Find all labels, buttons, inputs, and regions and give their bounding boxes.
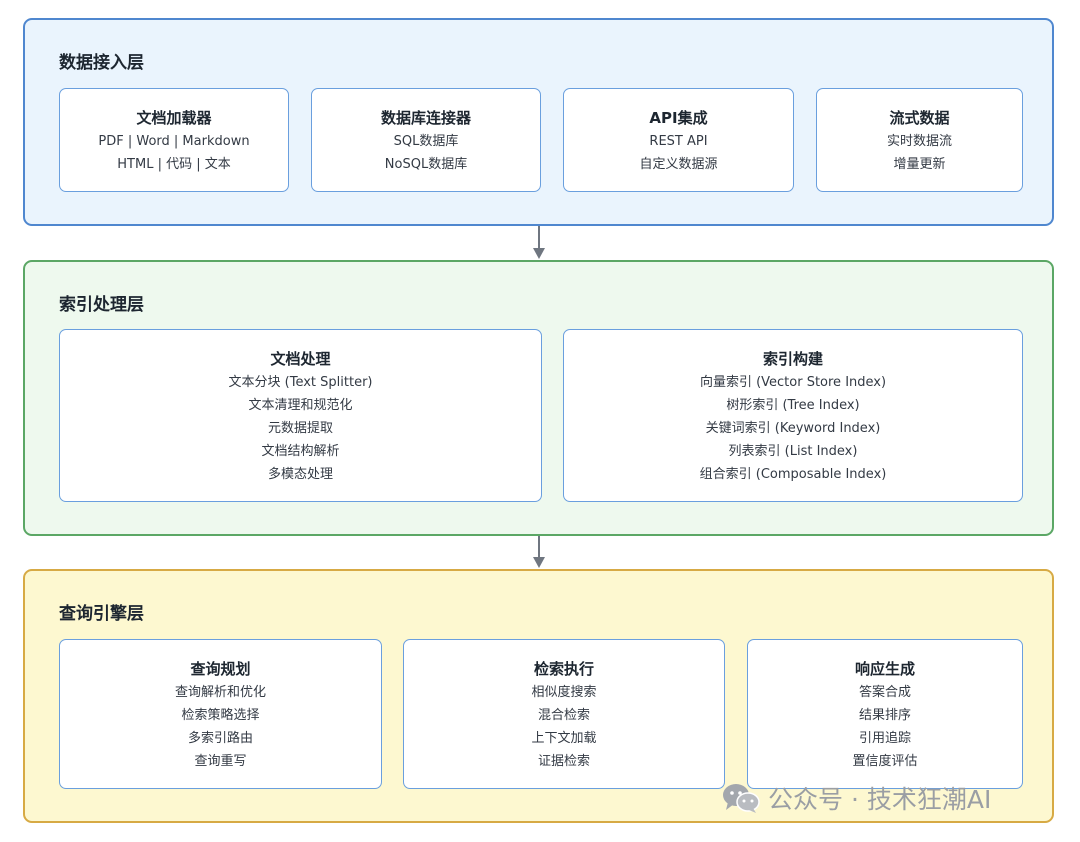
card-line: PDF | Word | Markdown — [98, 134, 250, 149]
card-lines: 相似度搜索 混合检索 上下文加载 证据检索 — [404, 681, 724, 773]
card-line: 文档结构解析 — [261, 444, 340, 459]
card-title: 数据库连接器 — [380, 109, 471, 127]
card-title: 查询规划 — [190, 660, 251, 678]
card-line: 检索策略选择 — [181, 708, 260, 723]
card-line: SQL数据库 — [393, 134, 459, 149]
layer-data-ingestion: 数据接入层 文档加载器 PDF | Word | Markdown HTML |… — [23, 18, 1054, 226]
card-line: HTML | 代码 | 文本 — [117, 157, 231, 172]
card-line: 增量更新 — [893, 157, 946, 172]
card-lines: 查询解析和优化 检索策略选择 多索引路由 查询重写 — [60, 681, 381, 773]
watermark-text: 公众号 · 技术狂潮AI — [768, 785, 992, 814]
card-title: API集成 — [649, 109, 708, 127]
card-line: 查询重写 — [194, 754, 247, 769]
card-line: 答案合成 — [858, 685, 911, 700]
card-line: REST API — [649, 134, 708, 149]
card-line: 相似度搜索 — [531, 685, 597, 700]
card-line: 关键词索引 (Keyword Index) — [705, 421, 881, 436]
card-retrieval-execution: 检索执行 相似度搜索 混合检索 上下文加载 证据检索 — [403, 639, 725, 789]
card-response-generation: 响应生成 答案合成 结果排序 引用追踪 置信度评估 — [747, 639, 1023, 789]
card-lines: 答案合成 结果排序 引用追踪 置信度评估 — [748, 681, 1022, 773]
card-title: 文档加载器 — [136, 109, 212, 127]
card-document-processing: 文档处理 文本分块 (Text Splitter) 文本清理和规范化 元数据提取… — [59, 329, 542, 502]
card-line: 自定义数据源 — [639, 157, 718, 172]
card-line: 树形索引 (Tree Index) — [726, 398, 860, 413]
layer-index-processing: 索引处理层 文档处理 文本分块 (Text Splitter) 文本清理和规范化… — [23, 260, 1054, 536]
card-line: 引用追踪 — [858, 731, 911, 746]
card-lines: REST API 自定义数据源 — [564, 130, 793, 176]
card-line: 实时数据流 — [886, 134, 952, 149]
card-line: NoSQL数据库 — [384, 157, 468, 172]
watermark: 公众号 · 技术狂潮AI — [722, 780, 991, 816]
card-line: 查询解析和优化 — [174, 685, 266, 700]
card-title: 流式数据 — [889, 109, 950, 127]
card-line: 多索引路由 — [187, 731, 253, 746]
card-line: 结果排序 — [858, 708, 911, 723]
card-line: 文本分块 (Text Splitter) — [228, 375, 373, 390]
wechat-icon — [723, 784, 760, 813]
card-line: 混合检索 — [537, 708, 590, 723]
card-title: 检索执行 — [533, 660, 594, 678]
card-lines: PDF | Word | Markdown HTML | 代码 | 文本 — [60, 130, 288, 176]
layer-title: 查询引擎层 — [59, 604, 144, 624]
card-lines: 文本分块 (Text Splitter) 文本清理和规范化 元数据提取 文档结构… — [60, 371, 541, 486]
card-line: 证据检索 — [537, 754, 590, 769]
card-line: 元数据提取 — [267, 421, 333, 436]
card-database-connector: 数据库连接器 SQL数据库 NoSQL数据库 — [311, 88, 541, 192]
card-lines: 实时数据流 增量更新 — [817, 130, 1022, 176]
card-lines: 向量索引 (Vector Store Index) 树形索引 (Tree Ind… — [564, 371, 1022, 486]
card-line: 多模态处理 — [267, 467, 333, 482]
card-title: 响应生成 — [854, 660, 915, 678]
card-line: 上下文加载 — [531, 731, 597, 746]
card-index-building: 索引构建 向量索引 (Vector Store Index) 树形索引 (Tre… — [563, 329, 1023, 502]
card-streaming-data: 流式数据 实时数据流 增量更新 — [816, 88, 1023, 192]
layer-query-engine: 查询引擎层 查询规划 查询解析和优化 检索策略选择 多索引路由 查询重写 检索执… — [23, 569, 1054, 823]
card-query-planning: 查询规划 查询解析和优化 检索策略选择 多索引路由 查询重写 — [59, 639, 382, 789]
card-api-integration: API集成 REST API 自定义数据源 — [563, 88, 794, 192]
card-line: 置信度评估 — [852, 754, 918, 769]
flow-arrow-down-icon — [533, 226, 545, 259]
layer-title: 索引处理层 — [59, 295, 144, 315]
card-line: 向量索引 (Vector Store Index) — [699, 375, 887, 390]
card-title: 索引构建 — [762, 350, 823, 368]
card-lines: SQL数据库 NoSQL数据库 — [312, 130, 540, 176]
flow-arrow-down-icon — [533, 536, 545, 568]
card-line: 列表索引 (List Index) — [728, 444, 858, 459]
card-line: 文本清理和规范化 — [248, 398, 353, 413]
card-line: 组合索引 (Composable Index) — [699, 467, 887, 482]
card-document-loader: 文档加载器 PDF | Word | Markdown HTML | 代码 | … — [59, 88, 289, 192]
layer-title: 数据接入层 — [59, 53, 144, 73]
card-title: 文档处理 — [270, 350, 331, 368]
